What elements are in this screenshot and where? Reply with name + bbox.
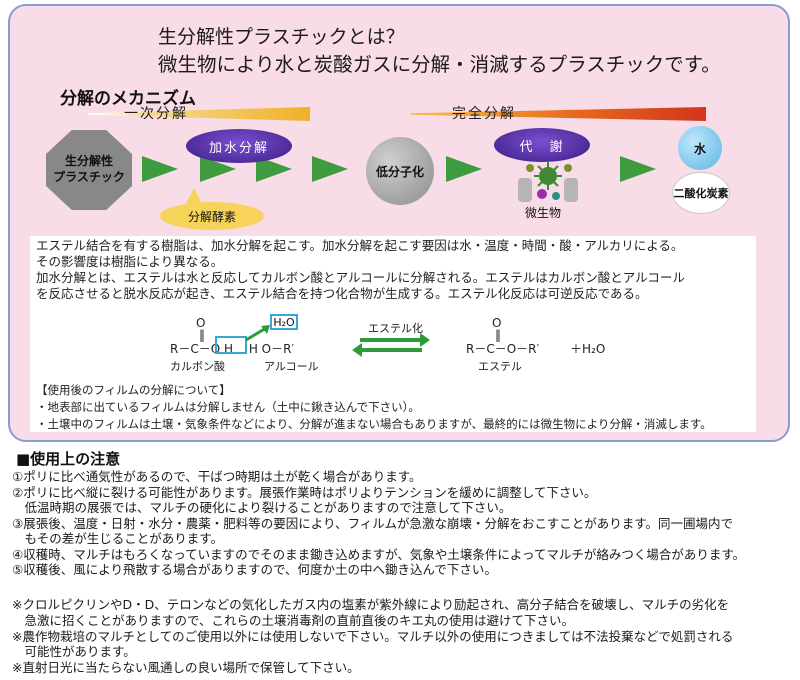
film-usage-title: 【使用後のフィルムの分解について】 xyxy=(36,383,231,397)
water-node: 水 xyxy=(678,126,722,170)
complete-decomposition-label: 完全分解 xyxy=(452,106,516,122)
carbonyl-bond-left: ‖ xyxy=(199,328,205,342)
caution-item: ③展張後、温度・日射・水分・農薬・肥料等の要因により、フィルムが急激な崩壊・分解… xyxy=(12,515,733,531)
metabolism-oval: 代 謝 xyxy=(494,128,590,162)
note-item: ※クロルピクリンやD・D、テロンなどの気化したガス内の塩素が紫外線により励起され… xyxy=(12,597,730,612)
co2-node: 二酸化炭素 xyxy=(672,172,730,214)
note-item: ※農作物栽培のマルチとしてのご使用以外には使用しないで下さい。マルチ以外の使用に… xyxy=(12,628,734,644)
biodegradable-plastic-node: 生分解性 プラスチック xyxy=(46,130,132,210)
caution-item: ①ポリに比べ通気性があるので、干ばつ時期は土が乾く場合があります。 xyxy=(12,469,422,484)
caution-title: ■使用上の注意 xyxy=(16,450,121,468)
headline-answer: 微生物により水と炭酸ガスに分解・消滅するプラスチックです。 xyxy=(158,53,721,76)
caution-list: ①ポリに比べ通気性があるので、干ばつ時期は土が乾く場合があります。 ②ポリに比べ… xyxy=(12,469,792,578)
ester-explanation: エステル結合を有する樹脂は、加水分解を起こす。加水分解を起こす要因は水・温度・時… xyxy=(36,238,754,302)
alcohol-label: アルコール xyxy=(264,360,319,373)
ester-explanation-box: エステル結合を有する樹脂は、加水分解を起こす。加水分解を起こす要因は水・温度・時… xyxy=(30,236,756,432)
film-usage-section: 【使用後のフィルムの分解について】 ・地表部に出ているフィルムは分解しません（土… xyxy=(36,382,752,433)
green-arrow-icon xyxy=(312,156,348,182)
water-product: ＋H₂O xyxy=(570,342,606,356)
carboxylic-acid-label: カルボン酸 xyxy=(170,360,225,373)
ester-label: エステル xyxy=(478,360,522,373)
note-item: 可能性があります。 xyxy=(12,644,136,660)
esterification-label: エステル化 xyxy=(368,322,423,335)
water-formula-box: H₂O xyxy=(270,314,298,330)
microbe-label: 微生物 xyxy=(525,206,562,220)
primary-decomposition-label: 一次分解 xyxy=(124,106,188,122)
film-usage-item: ・土壌中のフィルムは土壌・気象条件などにより、分解が進まない場合もありますが、最… xyxy=(36,417,712,431)
note-item: 急激に招くことがありますので、これらの土壌消毒剤の直前直後のキエ丸の使用は避けて… xyxy=(12,612,575,628)
caution-item: もその差が生じることがあります。 xyxy=(12,531,224,546)
green-arrow-icon xyxy=(142,156,178,182)
mechanism-title: 分解のメカニズム xyxy=(60,89,196,109)
biodegradable-plastic-label: 生分解性 プラスチック xyxy=(53,154,125,184)
reverse-arrow-icon xyxy=(352,343,422,357)
film-usage-item: ・地表部に出ているフィルムは分解しません（土中に鍬き込んで下さい）。 xyxy=(36,400,420,414)
ester-formula: R－C－O－R′ xyxy=(466,342,540,356)
green-arrow-up-icon xyxy=(245,325,270,342)
hydrolysis-oval: 加水分解 xyxy=(186,129,292,163)
note-item: ※直射日光に当たらない風通しの良い場所で保管して下さい。 xyxy=(12,660,360,676)
enzyme-bubble-tail xyxy=(186,188,202,204)
ester-line: を反応させると脱水反応が起き、エステル結合を持つ化合物が生成する。エステル化反応… xyxy=(36,286,648,301)
ester-line: 加水分解とは、エステルは水と反応してカルボン酸とアルコールに分解される。エステル… xyxy=(36,270,685,285)
caution-item: ⑤収穫後、風により飛散する場合がありますので、何度か土の中へ鋤き込んで下さい。 xyxy=(12,562,497,577)
carbonyl-o-left: O xyxy=(196,316,206,330)
reactants-formula: R－C－O H H O－R′ xyxy=(170,342,295,356)
oh-highlight-box xyxy=(215,336,247,354)
caution-notes: ※クロルピクリンやD・D、テロンなどの気化したガス内の塩素が紫外線により励起され… xyxy=(12,597,792,676)
caution-item: ④収穫時、マルチはもろくなっていますのでそのまま鋤き込めますが、気象や土壌条件に… xyxy=(12,546,746,562)
headline-question: 生分解性プラスチックとは？ xyxy=(158,26,405,48)
green-arrow-icon xyxy=(446,156,482,182)
microbe-icon xyxy=(518,162,578,202)
ester-line: エステル結合を有する樹脂は、加水分解を起こす。加水分解を起こす要因は水・温度・時… xyxy=(36,238,684,253)
enzyme-bubble: 分解酵素 xyxy=(160,202,264,230)
green-arrow-icon xyxy=(620,156,656,182)
caution-item: ②ポリに比べ縦に裂ける可能性があります。展張作業時はポリよりテンションを緩めに調… xyxy=(12,484,597,500)
carbonyl-o-right: O xyxy=(492,316,502,330)
low-molecular-node: 低分子化 xyxy=(366,137,434,205)
caution-item: 低温時期の展張では、マルチの硬化により裂けることがありますので注意して下さい。 xyxy=(12,500,512,515)
carbonyl-bond-right: ‖ xyxy=(495,328,501,342)
forward-arrow-icon xyxy=(360,333,430,347)
ester-line: その影響度は樹脂により異なる。 xyxy=(36,254,224,269)
